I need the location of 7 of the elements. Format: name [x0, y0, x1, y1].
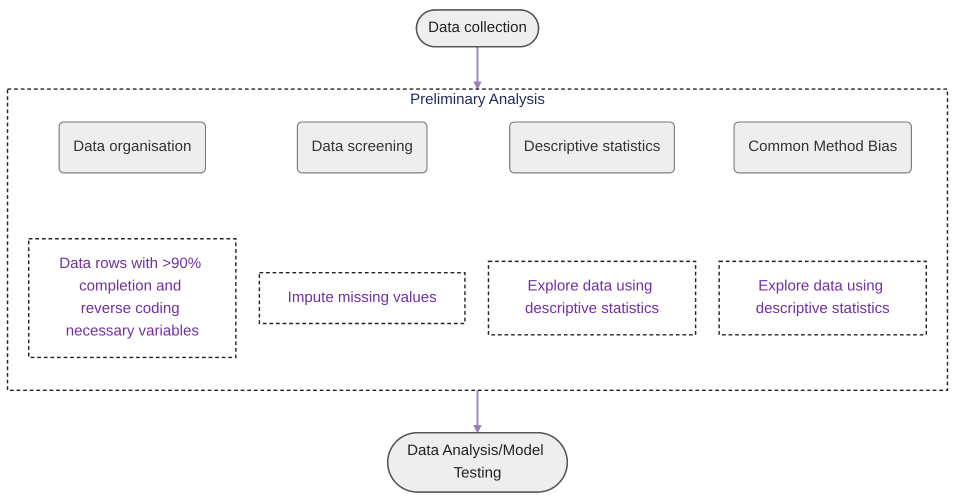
node-box: [488, 260, 696, 336]
arrow: [473, 390, 482, 434]
node-box: [28, 238, 237, 358]
arrow: [473, 46, 482, 90]
cluster: [6, 88, 948, 392]
node-box: [258, 272, 466, 324]
node-box: [718, 260, 927, 336]
